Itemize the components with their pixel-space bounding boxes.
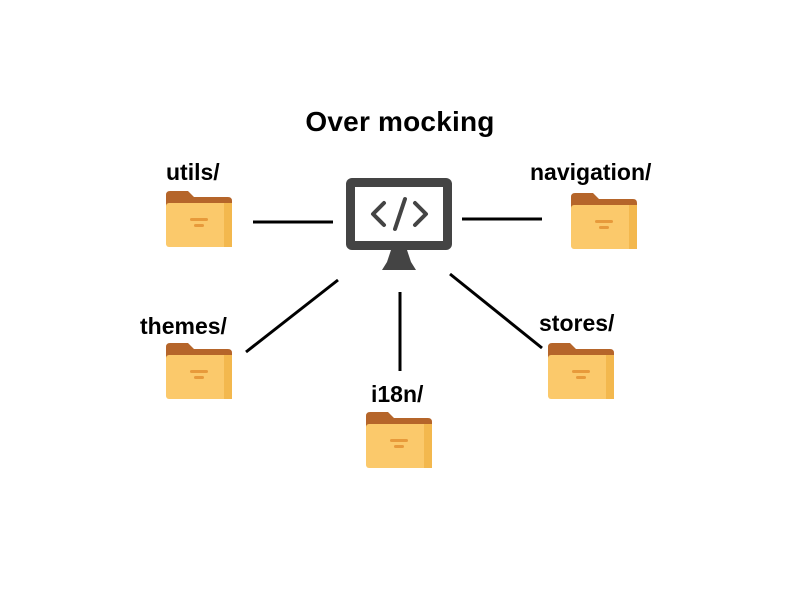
folder-label-utils: utils/ [166,159,220,185]
code-monitor-icon [346,178,452,270]
folder-label-themes: themes/ [140,313,227,339]
folder-icon [166,191,232,247]
connector-themes [245,278,339,354]
folder-icon [366,412,432,468]
folder-icon [571,193,637,249]
connector-stores [449,272,543,350]
folder-icon [166,343,232,399]
diagram-title: Over mocking [305,106,495,137]
folder-label-i18n: i18n/ [371,381,424,407]
folder-label-stores: stores/ [539,310,615,336]
folder-label-navigation: navigation/ [530,159,652,185]
folder-icon [548,343,614,399]
